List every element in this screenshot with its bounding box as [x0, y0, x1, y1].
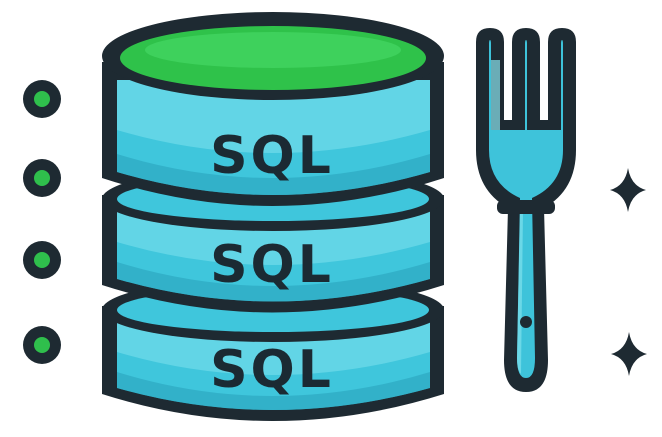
sparkle-icon	[610, 168, 646, 212]
database-stack-icon: SQL SQL SQL	[102, 12, 444, 421]
bullet-dots	[23, 80, 61, 364]
disk-label-top: SQL	[210, 126, 334, 186]
fork-icon	[476, 28, 576, 392]
bullet-dot-icon	[23, 326, 61, 364]
bullet-dot-icon	[23, 80, 61, 118]
sparkle-icon	[611, 332, 647, 376]
disk-label-bottom: SQL	[210, 340, 334, 400]
disk-label-middle: SQL	[210, 235, 334, 295]
bullet-dot-icon	[23, 159, 61, 197]
bullet-dot-icon	[23, 241, 61, 279]
database-disk-top	[102, 12, 444, 206]
